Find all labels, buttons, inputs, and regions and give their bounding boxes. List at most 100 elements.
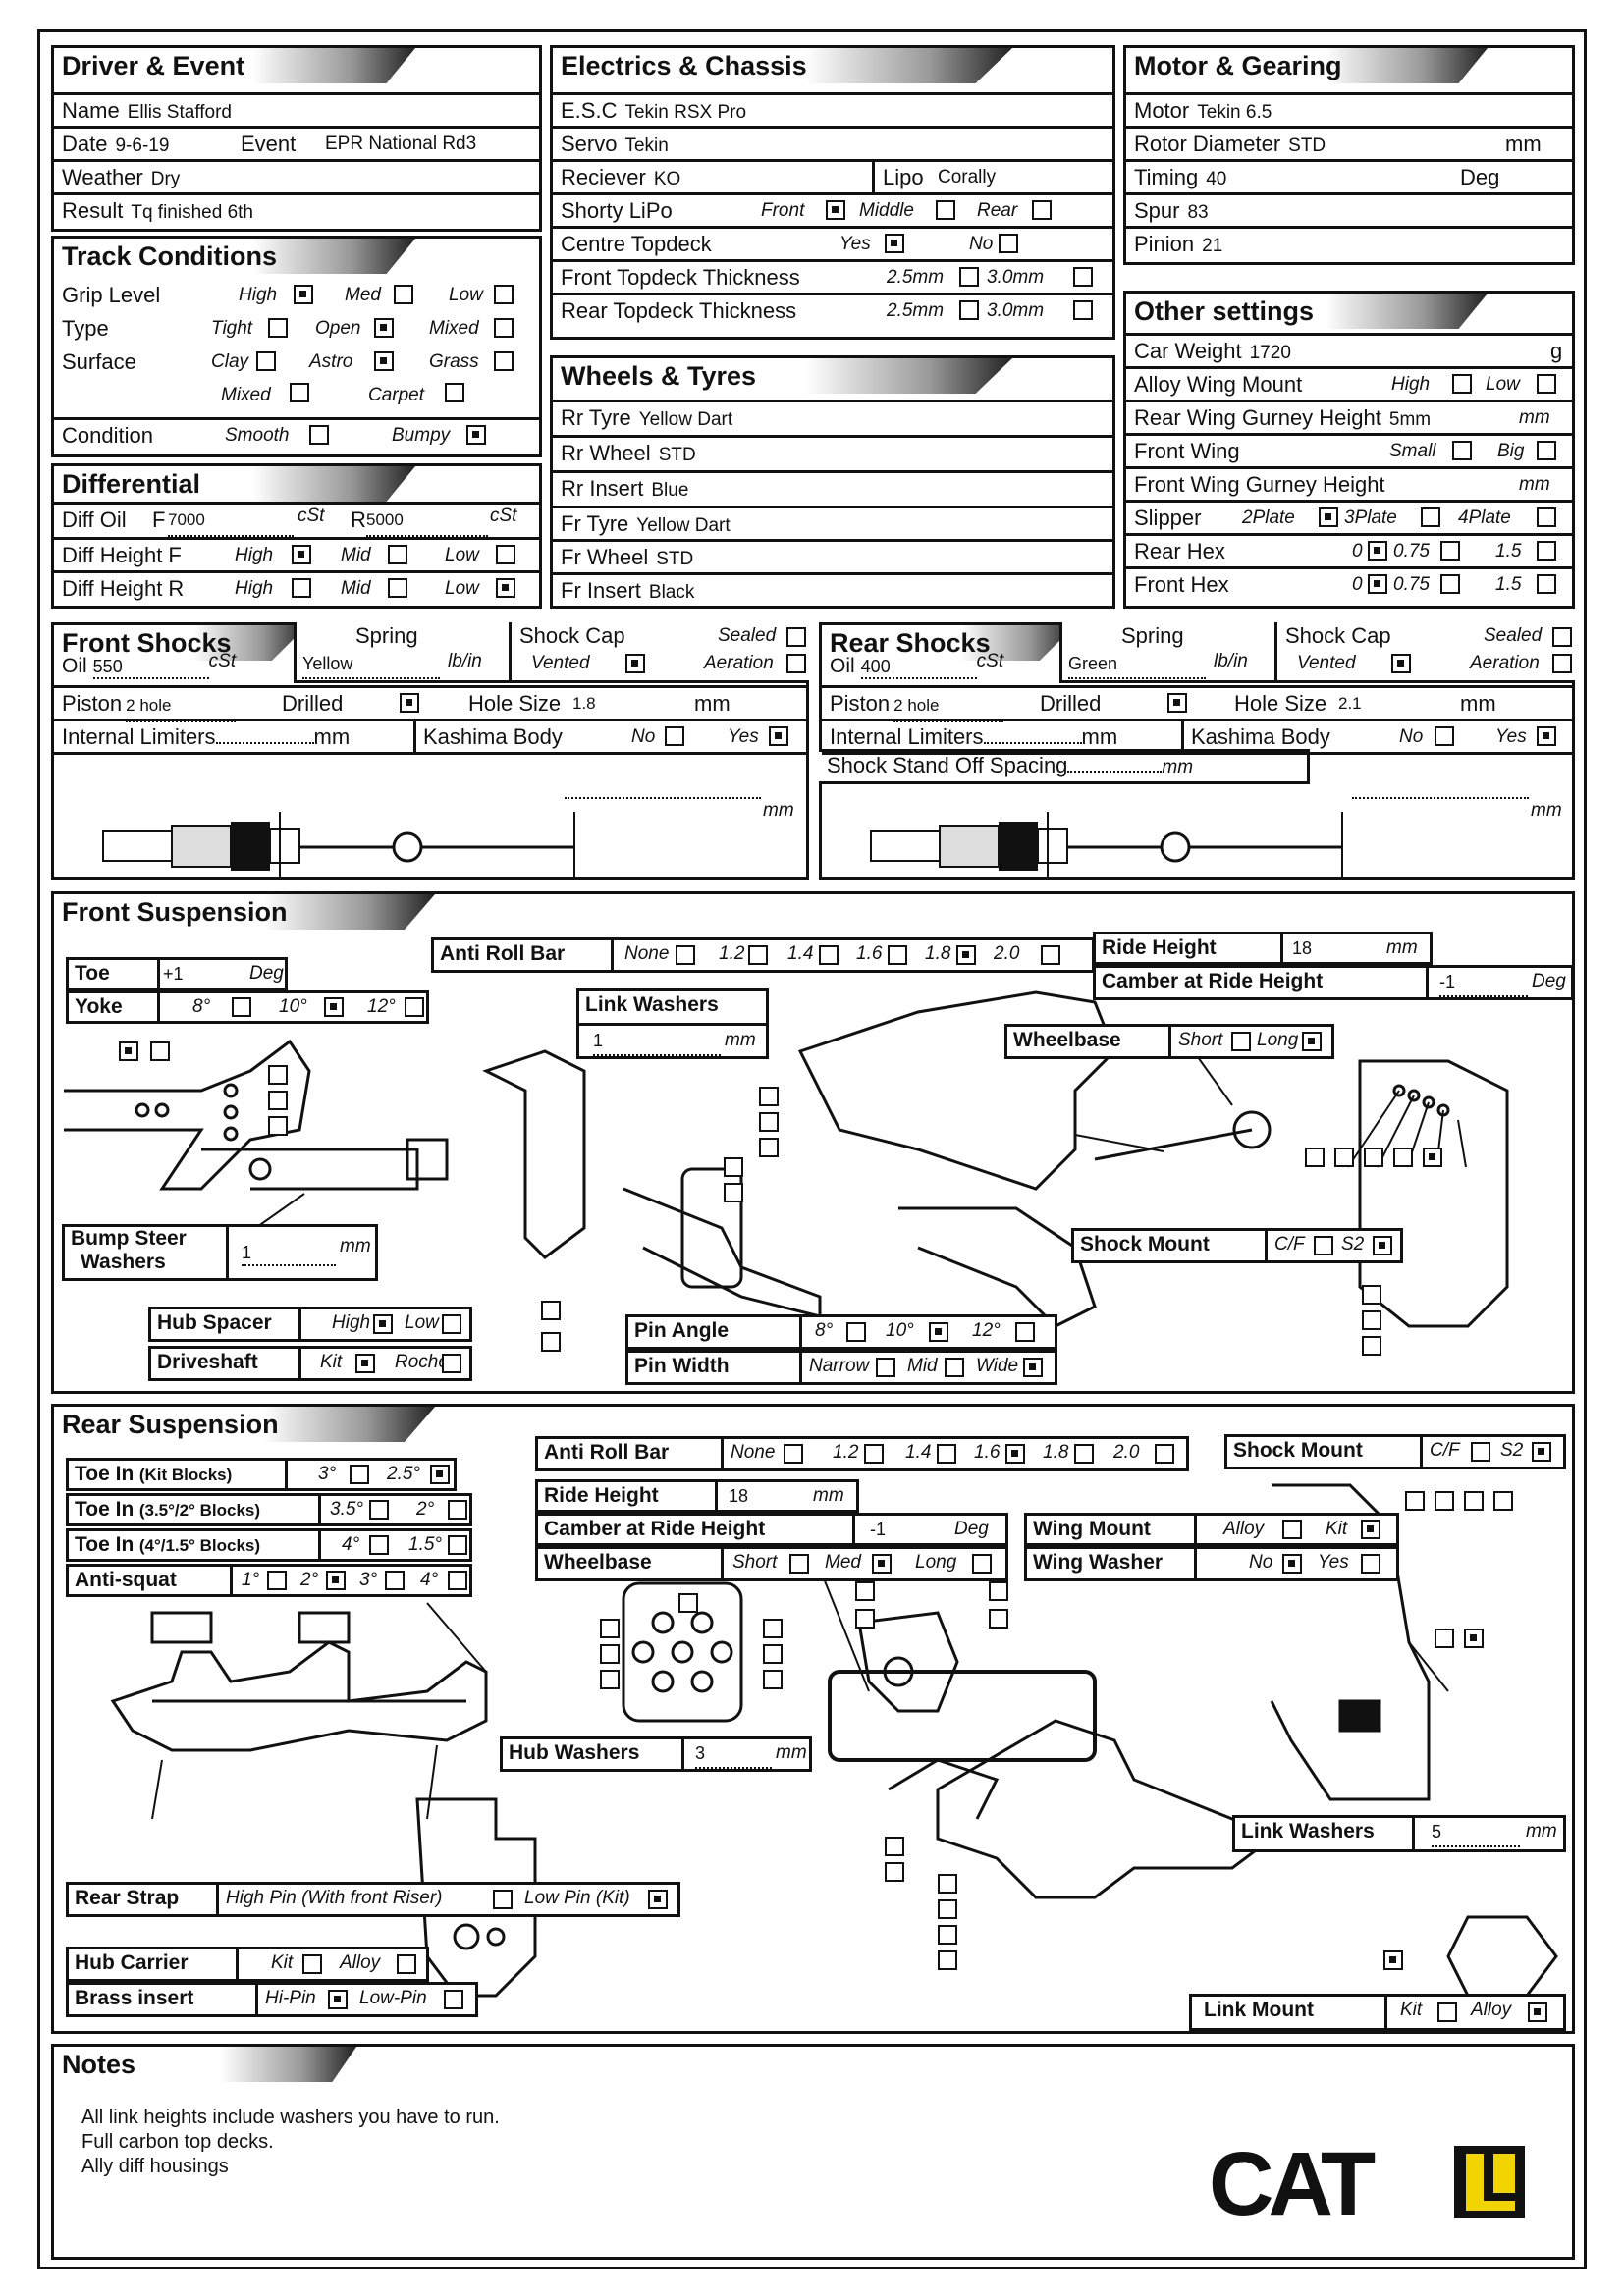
- as-1-checkbox[interactable]: [267, 1571, 287, 1590]
- front-kashima-yes-checkbox[interactable]: [769, 726, 788, 746]
- strap-high-pin-checkbox[interactable]: [493, 1890, 513, 1909]
- as-2-checkbox[interactable]: [326, 1571, 346, 1590]
- topdeck-no-checkbox[interactable]: [999, 234, 1018, 253]
- camber-link-2-checkbox[interactable]: [1334, 1148, 1354, 1167]
- front-aeration-checkbox[interactable]: [786, 654, 806, 673]
- fhex-0-checkbox[interactable]: [1368, 574, 1387, 594]
- fr-wheel-value[interactable]: STD: [656, 549, 694, 569]
- ackermann-1-checkbox[interactable]: [268, 1065, 288, 1085]
- camber-link-rear-1-checkbox[interactable]: [855, 1581, 875, 1601]
- wing-washer-yes-checkbox[interactable]: [1361, 1554, 1380, 1574]
- rhex-0-checkbox[interactable]: [1368, 541, 1387, 561]
- surface-mixed-checkbox[interactable]: [290, 383, 309, 402]
- diff-f-mid-checkbox[interactable]: [388, 545, 407, 564]
- slipper-2plate-checkbox[interactable]: [1319, 507, 1338, 527]
- date-value[interactable]: 9-6-19: [115, 135, 170, 156]
- diff-r-low-checkbox[interactable]: [496, 578, 515, 598]
- rh-pos-7-checkbox[interactable]: [678, 1593, 698, 1613]
- rr-wheel-value[interactable]: STD: [658, 445, 696, 465]
- rarb-14-checkbox[interactable]: [937, 1444, 956, 1464]
- bump-steer-value[interactable]: 1: [242, 1241, 336, 1266]
- slipper-3plate-checkbox[interactable]: [1421, 507, 1440, 527]
- farb-16-checkbox[interactable]: [888, 945, 907, 965]
- arm-rear-2-checkbox[interactable]: [885, 1862, 904, 1882]
- rarb-none-checkbox[interactable]: [784, 1444, 803, 1464]
- pin-angle-12-checkbox[interactable]: [1015, 1322, 1035, 1342]
- caster-1-checkbox[interactable]: [541, 1301, 561, 1320]
- hub-spacer-low-checkbox[interactable]: [442, 1314, 461, 1334]
- rtt-30-checkbox[interactable]: [1073, 300, 1093, 320]
- pin-width-narrow-checkbox[interactable]: [876, 1358, 895, 1377]
- wing-big-checkbox[interactable]: [1537, 441, 1556, 460]
- rh-pos-4-checkbox[interactable]: [763, 1619, 783, 1638]
- fhex-15-checkbox[interactable]: [1537, 574, 1556, 594]
- rsm-s2-checkbox[interactable]: [1532, 1442, 1551, 1462]
- hub-carrier-alloy-checkbox[interactable]: [397, 1954, 416, 1974]
- brass-lo-pin-checkbox[interactable]: [444, 1990, 463, 2009]
- rear-kashima-yes-checkbox[interactable]: [1537, 726, 1556, 746]
- upper-link-5-checkbox[interactable]: [1435, 1629, 1454, 1648]
- upper-link-4-checkbox[interactable]: [1493, 1491, 1513, 1511]
- alloy-high-checkbox[interactable]: [1452, 374, 1472, 394]
- motor-value[interactable]: Tekin 6.5: [1197, 102, 1272, 123]
- front-spring-value[interactable]: Yellow: [302, 650, 440, 679]
- link-mount-kit-checkbox[interactable]: [1437, 2002, 1457, 2022]
- surface-clay-checkbox[interactable]: [256, 351, 276, 371]
- topdeck-yes-checkbox[interactable]: [885, 234, 904, 253]
- arm-rear-6-checkbox[interactable]: [938, 1950, 957, 1970]
- rarb-20-checkbox[interactable]: [1155, 1444, 1174, 1464]
- esc-value[interactable]: Tekin RSX Pro: [624, 102, 747, 123]
- rarb-16-checkbox[interactable]: [1005, 1444, 1025, 1464]
- fwb-short-checkbox[interactable]: [1231, 1032, 1251, 1051]
- front-piston-value[interactable]: 2 hole: [126, 690, 237, 722]
- upper-link-2-checkbox[interactable]: [1435, 1491, 1454, 1511]
- rear-vented-checkbox[interactable]: [1391, 654, 1411, 673]
- shock-tower-3-checkbox[interactable]: [1362, 1336, 1381, 1356]
- ackermann-3-checkbox[interactable]: [268, 1116, 288, 1136]
- hub-spacer-high-checkbox[interactable]: [373, 1314, 393, 1334]
- toe-2-checkbox[interactable]: [448, 1500, 467, 1520]
- camber-link-rear-2-checkbox[interactable]: [855, 1609, 875, 1629]
- grip-med-checkbox[interactable]: [394, 285, 413, 304]
- diff-oil-rear-value[interactable]: 5000: [366, 505, 488, 537]
- timing-value[interactable]: 40: [1206, 169, 1227, 189]
- diff-r-high-checkbox[interactable]: [292, 578, 311, 598]
- toe-25-checkbox[interactable]: [430, 1465, 450, 1484]
- rh-pos-1-checkbox[interactable]: [600, 1619, 620, 1638]
- strap-low-pin-checkbox[interactable]: [648, 1890, 668, 1909]
- hub-washers-value[interactable]: 3: [695, 1739, 772, 1769]
- caster-2-checkbox[interactable]: [541, 1332, 561, 1352]
- front-link-washers-value[interactable]: 1: [593, 1027, 721, 1056]
- rear-link-washers-value[interactable]: 5: [1432, 1818, 1520, 1847]
- pin-width-wide-checkbox[interactable]: [1023, 1358, 1043, 1377]
- toe-4-checkbox[interactable]: [369, 1535, 389, 1555]
- toe-15-checkbox[interactable]: [448, 1535, 467, 1555]
- lipo-value[interactable]: Corally: [938, 167, 997, 187]
- condition-smooth-checkbox[interactable]: [309, 425, 329, 445]
- rear-sealed-checkbox[interactable]: [1552, 627, 1572, 647]
- fsm-s2-checkbox[interactable]: [1373, 1236, 1392, 1255]
- arm-pos-2-checkbox[interactable]: [759, 1112, 779, 1132]
- diff-oil-front-value[interactable]: 7000: [168, 505, 294, 537]
- farb-12-checkbox[interactable]: [748, 945, 768, 965]
- rear-camber-value[interactable]: -1: [870, 1516, 948, 1545]
- camber-link-5-checkbox[interactable]: [1423, 1148, 1442, 1167]
- surface-astro-checkbox[interactable]: [374, 351, 394, 371]
- rr-tyre-value[interactable]: Yellow Dart: [638, 409, 733, 430]
- condition-bumpy-checkbox[interactable]: [466, 425, 486, 445]
- steering-pos-2-checkbox[interactable]: [150, 1041, 170, 1061]
- upper-link-6-checkbox[interactable]: [1464, 1629, 1484, 1648]
- servo-value[interactable]: Tekin: [624, 135, 669, 156]
- hub-link-2-checkbox[interactable]: [724, 1183, 743, 1202]
- grip-low-checkbox[interactable]: [494, 285, 514, 304]
- diff-r-mid-checkbox[interactable]: [388, 578, 407, 598]
- camber-link-rear-4-checkbox[interactable]: [989, 1609, 1008, 1629]
- alloy-low-checkbox[interactable]: [1537, 374, 1556, 394]
- arm-rear-1-checkbox[interactable]: [885, 1837, 904, 1856]
- shorty-front-checkbox[interactable]: [826, 200, 845, 220]
- arm-pos-1-checkbox[interactable]: [759, 1087, 779, 1106]
- type-tight-checkbox[interactable]: [268, 318, 288, 338]
- diff-f-high-checkbox[interactable]: [292, 545, 311, 564]
- type-open-checkbox[interactable]: [374, 318, 394, 338]
- front-ride-height-value[interactable]: 18: [1292, 934, 1382, 964]
